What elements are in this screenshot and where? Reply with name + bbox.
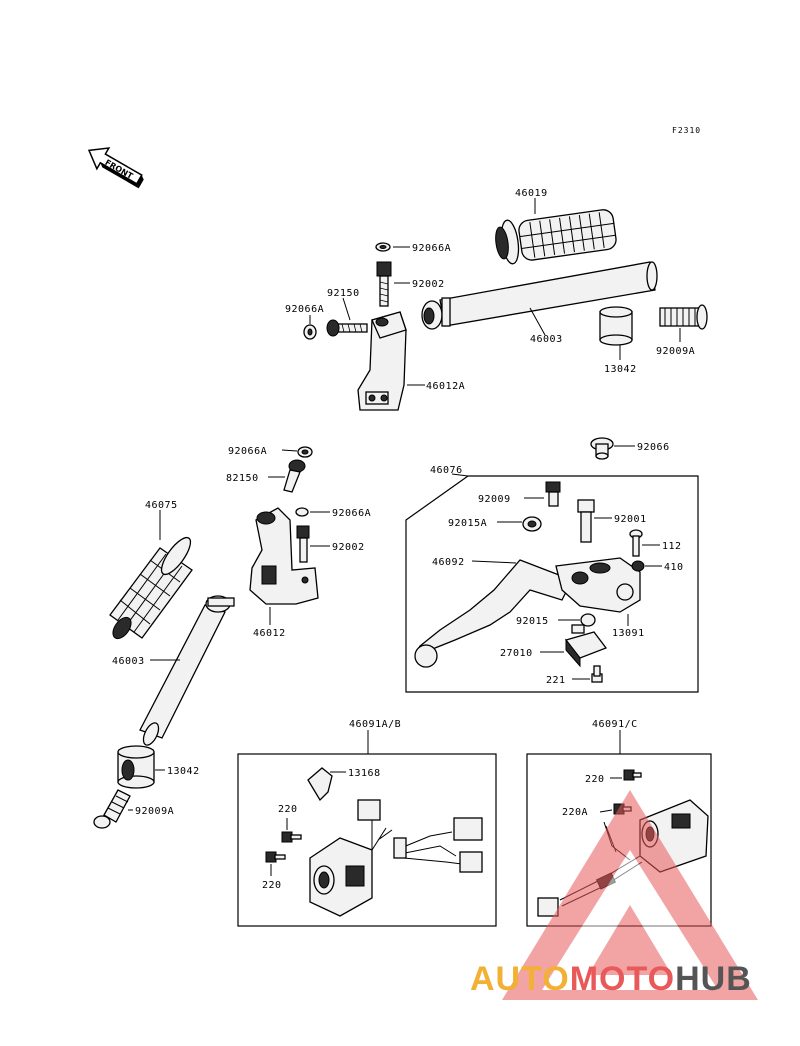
label-410: 410 [664,562,684,573]
screw-112 [629,529,643,557]
label-112: 112 [662,541,682,552]
bracket-46012A [357,311,407,411]
label-221: 221 [546,675,566,686]
screw-220-c [623,769,642,781]
screw-92009A-top [659,304,708,330]
left-switch-housing [309,799,483,917]
screw-220-a [281,831,302,843]
washer-410 [631,560,645,572]
label-46003-top: 46003 [530,334,563,345]
label-46075: 46075 [145,500,178,511]
clamp-13168 [307,767,333,802]
brand-moto: MOTO [569,960,676,998]
nut-92015 [580,613,596,627]
bolt-92002-mid [296,525,310,563]
label-46092: 46092 [432,557,465,568]
screw-92150-top [326,319,368,337]
box-46091AB [237,753,497,927]
label-82150-mid: 82150 [226,473,259,484]
label-220-a: 220 [278,804,298,815]
label-27010: 27010 [500,648,533,659]
screw-82150-mid [283,459,306,493]
brand-auto: AUTO [470,960,570,998]
label-92015: 92015 [516,616,549,627]
label-220-c: 220 [585,774,605,785]
label-92150-top: 92150 [327,288,360,299]
label-46076: 46076 [430,465,463,476]
bracket-46012 [249,507,319,605]
bolt-92001 [577,499,595,543]
label-92001: 92001 [614,514,647,525]
grip-46075 [109,536,193,640]
collar-13042-bottom [117,745,155,789]
label-92066A-mid: 92066A [228,446,267,457]
label-46091AB: 46091A/B [349,719,401,730]
label-92066A-mid2: 92066A [332,508,371,519]
screw-92009 [545,481,561,507]
label-46091C: 46091/C [592,719,638,730]
collar-13042-top [599,306,633,346]
box-46076 [405,475,699,693]
screw-220-b [265,851,286,863]
label-92002-mid: 92002 [332,542,365,553]
label-46012: 46012 [253,628,286,639]
reference-code: F2310 [672,126,701,135]
label-92066A-top: 92066A [412,243,451,254]
label-92066: 92066 [637,442,670,453]
label-13091: 13091 [612,628,645,639]
label-13042-top: 13042 [604,364,637,375]
holder-13091 [555,557,641,613]
screw-92009A-bottom [93,789,131,829]
switch-27010 [564,624,608,668]
label-46019: 46019 [515,188,548,199]
label-220A: 220A [562,807,588,818]
label-92002-top: 92002 [412,279,445,290]
label-13168: 13168 [348,768,381,779]
watermark-brand: AUTOMOTOHUB [470,960,752,999]
label-46012A: 46012A [426,381,465,392]
label-92009: 92009 [478,494,511,505]
grip-46019 [495,209,617,265]
tube-46003-bottom [139,595,235,746]
brand-hub: HUB [675,960,752,998]
label-46003-bottom: 46003 [112,656,145,667]
washer-92066A-mid2 [295,507,309,517]
label-92066A-left: 92066A [285,304,324,315]
label-220-b: 220 [262,880,282,891]
bolt-92002-top [376,261,392,307]
label-13042-bottom: 13042 [167,766,200,777]
tube-46003-top [421,261,658,330]
cap-92066 [590,437,614,460]
screw-221 [591,665,603,683]
label-92015A: 92015A [448,518,487,529]
label-92009A-top: 92009A [656,346,695,357]
label-92009A-bottom: 92009A [135,806,174,817]
lever-46092 [414,559,573,668]
